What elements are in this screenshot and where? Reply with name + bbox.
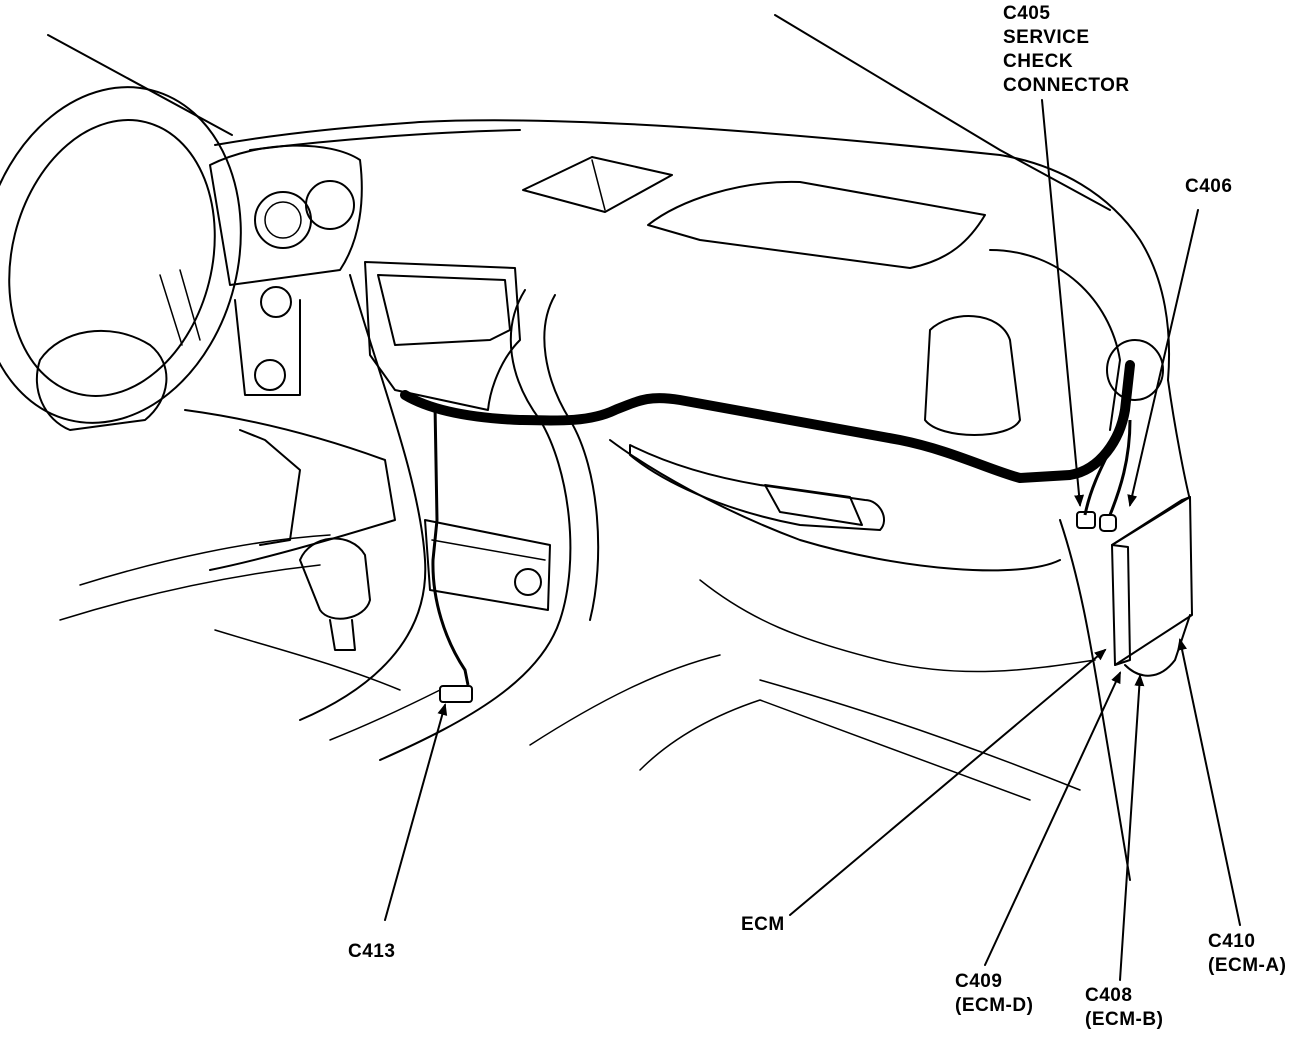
upper-passenger-panel: [647, 180, 986, 269]
steering-wheel-outer: [0, 86, 242, 424]
gear-shifter-knob: [299, 537, 371, 620]
glove-box-handle: [764, 484, 863, 526]
radio-slot-inner: [431, 539, 546, 561]
label-c410-line-2: (ECM-A): [1208, 955, 1287, 976]
column-cover: [234, 299, 301, 396]
label-c405: C405 SERVICE CHECK CONNECTOR: [1003, 2, 1130, 98]
c406-connector: [1099, 514, 1117, 532]
label-c406: C406: [1185, 176, 1233, 197]
kick-panel: [1059, 519, 1131, 881]
radio-slot: [424, 519, 551, 611]
label-c405-line-1: C405: [1003, 3, 1051, 24]
passenger-side-vent: [924, 315, 1021, 436]
floor-contour-3: [639, 699, 1031, 801]
floor-contour-4: [759, 679, 1081, 791]
harness-branch-c405: [1083, 449, 1112, 516]
leader-ecm: [789, 648, 1107, 916]
steering-wheel-spoke-2: [159, 274, 183, 346]
main-wire-harness: [400, 360, 1135, 483]
passenger-side-panel: [989, 249, 1121, 431]
leader-c410: [1177, 638, 1241, 926]
lower-driver-panel: [184, 409, 396, 571]
c413-connector: [439, 685, 473, 703]
side-vent-grommet: [1106, 339, 1164, 401]
gauge-left-inner: [264, 201, 302, 239]
label-c408-line-1: C408: [1085, 985, 1133, 1006]
windshield-line-right: [774, 14, 1111, 211]
label-c405-line-4: CONNECTOR: [1003, 75, 1130, 96]
center-console-right: [379, 289, 572, 761]
gauge-right: [305, 180, 355, 230]
leader-c413: [384, 703, 448, 921]
leader-c408: [1119, 674, 1145, 981]
windshield-line-left: [47, 34, 233, 136]
center-stack: [364, 261, 521, 411]
label-c409: C409 (ECM-D): [955, 970, 1033, 1018]
top-center-vent: [522, 156, 673, 213]
switch-knob: [254, 359, 286, 391]
service-check-connector: [1076, 511, 1096, 529]
door-edge: [1167, 379, 1191, 501]
label-c408: C408 (ECM-B): [1085, 984, 1163, 1032]
lower-dash-trim-2: [59, 564, 321, 621]
center-console-left: [299, 274, 427, 721]
leader-c409: [984, 671, 1121, 966]
dashboard-top: [214, 119, 1171, 381]
ecm-box-side: [1111, 544, 1131, 666]
label-c410: C410 (ECM-A): [1208, 930, 1286, 978]
ecm-box-front: [1111, 496, 1193, 666]
floor-contour-1: [699, 579, 1096, 673]
label-c409-line-1: C409: [955, 971, 1003, 992]
lower-dash-trim: [79, 534, 331, 586]
label-c405-line-3: CHECK: [1003, 51, 1074, 72]
console-floor-line: [214, 629, 401, 691]
leader-c406: [1127, 209, 1199, 507]
ecm-connectors-bottom: [1124, 614, 1191, 677]
center-stack-face: [377, 274, 511, 346]
instrument-cluster-hood: [209, 144, 363, 286]
gear-shifter-boot: [329, 619, 356, 651]
label-c408-line-2: (ECM-B): [1085, 1009, 1164, 1030]
label-ecm: ECM: [741, 914, 785, 935]
cigar-lighter: [514, 568, 542, 596]
harness-branch-c406: [1108, 419, 1132, 516]
steering-wheel-spoke: [179, 269, 201, 341]
knee-bolster: [239, 429, 301, 546]
floor-contour-2: [529, 654, 721, 746]
leader-c405: [1041, 99, 1085, 507]
ecm-box-top: [1111, 496, 1191, 546]
label-c405-line-2: SERVICE: [1003, 27, 1090, 48]
ignition-switch: [260, 286, 292, 318]
gauge-left: [254, 191, 312, 249]
steering-wheel-inner: [8, 119, 216, 397]
console-floor-line-2: [329, 689, 441, 741]
passenger-dash-lower: [609, 439, 1061, 572]
top-center-vent-slat: [591, 159, 606, 211]
glove-box: [629, 444, 885, 531]
center-console-right-edge: [543, 294, 600, 621]
label-c413: C413: [348, 941, 396, 962]
steering-wheel-hub: [35, 329, 168, 431]
harness-branch-to-c413: [431, 404, 470, 686]
label-c409-line-2: (ECM-D): [955, 995, 1034, 1016]
label-c410-line-1: C410: [1208, 931, 1256, 952]
